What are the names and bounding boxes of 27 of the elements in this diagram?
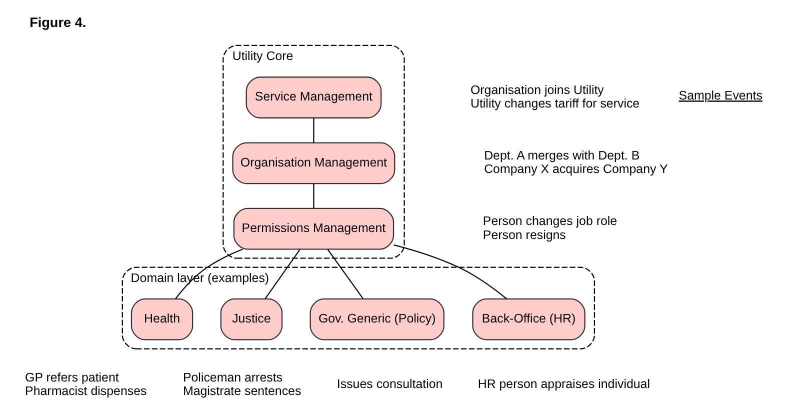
node-label: Person changes job role (482, 214, 618, 228)
caption: Figure 4. (30, 14, 86, 30)
label: Sample Events (678, 88, 762, 103)
node-label: Person resigns (482, 228, 566, 242)
node-label: Utility changes tariff for service (470, 96, 640, 110)
node-label: GP refers patient (25, 370, 119, 384)
node-label: HR person appraises individual (478, 377, 650, 392)
node-box: Justice (220, 298, 283, 340)
node-box: Service Management (246, 76, 382, 118)
node-box: Health (130, 298, 194, 340)
node-label: Organisation joins Utility (470, 82, 604, 97)
node-label: Pharmacist dispenses (25, 384, 147, 398)
connector (175, 248, 243, 299)
node-label: Company X acquires Company Y (484, 162, 668, 176)
node-label: Issues consultation (336, 377, 443, 392)
node-label: Policeman arrests (182, 370, 283, 384)
node-box: Back-Office (HR) (472, 298, 586, 340)
connector (313, 184, 314, 208)
node-label: Dept. A merges with Dept. B (484, 148, 640, 163)
connector (394, 244, 508, 300)
node-box: Organisation Management (232, 142, 396, 184)
node-box: Permissions Management (233, 208, 394, 250)
connector (313, 118, 314, 143)
connector (264, 249, 300, 300)
connector (327, 249, 364, 300)
node-box: Gov. Generic (Policy) (310, 298, 444, 340)
node-label: Magistrate sentences (182, 384, 302, 398)
